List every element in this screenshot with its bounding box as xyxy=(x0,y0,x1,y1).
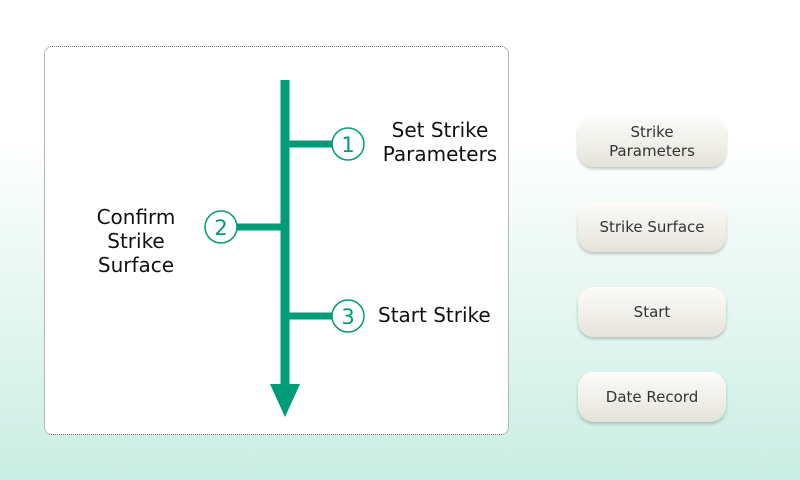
strike-parameters-button[interactable]: Strike Parameters xyxy=(578,117,726,167)
step-1-number: 1 xyxy=(341,133,354,157)
step-1-label-line-2: Parameters xyxy=(382,142,498,166)
step-3-number: 3 xyxy=(341,305,354,329)
step-3-label: Start Strike xyxy=(378,303,491,327)
strike-parameters-button-line-1: Strike xyxy=(630,123,674,141)
start-button-label: Start xyxy=(633,302,671,321)
strike-surface-button-label: Strike Surface xyxy=(599,217,705,236)
strike-surface-button[interactable]: Strike Surface xyxy=(578,202,726,252)
step-1-circle xyxy=(331,127,365,161)
flow-arrow-head xyxy=(270,384,300,417)
workflow-panel xyxy=(44,46,509,435)
start-button[interactable]: Start xyxy=(578,287,726,337)
step-2-circle xyxy=(204,210,238,244)
step-2-label-line-2: Strike Surface xyxy=(97,229,175,277)
date-record-button-label: Date Record xyxy=(605,387,699,406)
step-1-label: Set Strike Parameters xyxy=(374,118,506,166)
step-2-label: Confirm Strike Surface xyxy=(72,205,200,277)
step-2-number: 2 xyxy=(214,216,227,240)
strike-parameters-button-line-2: Parameters xyxy=(609,142,695,160)
date-record-button[interactable]: Date Record xyxy=(578,372,726,422)
step-2-label-line-1: Confirm xyxy=(96,205,176,229)
step-3-circle xyxy=(331,299,365,333)
step-1-label-line-1: Set Strike xyxy=(391,118,489,142)
step-3-label-line-1: Start Strike xyxy=(378,303,491,327)
